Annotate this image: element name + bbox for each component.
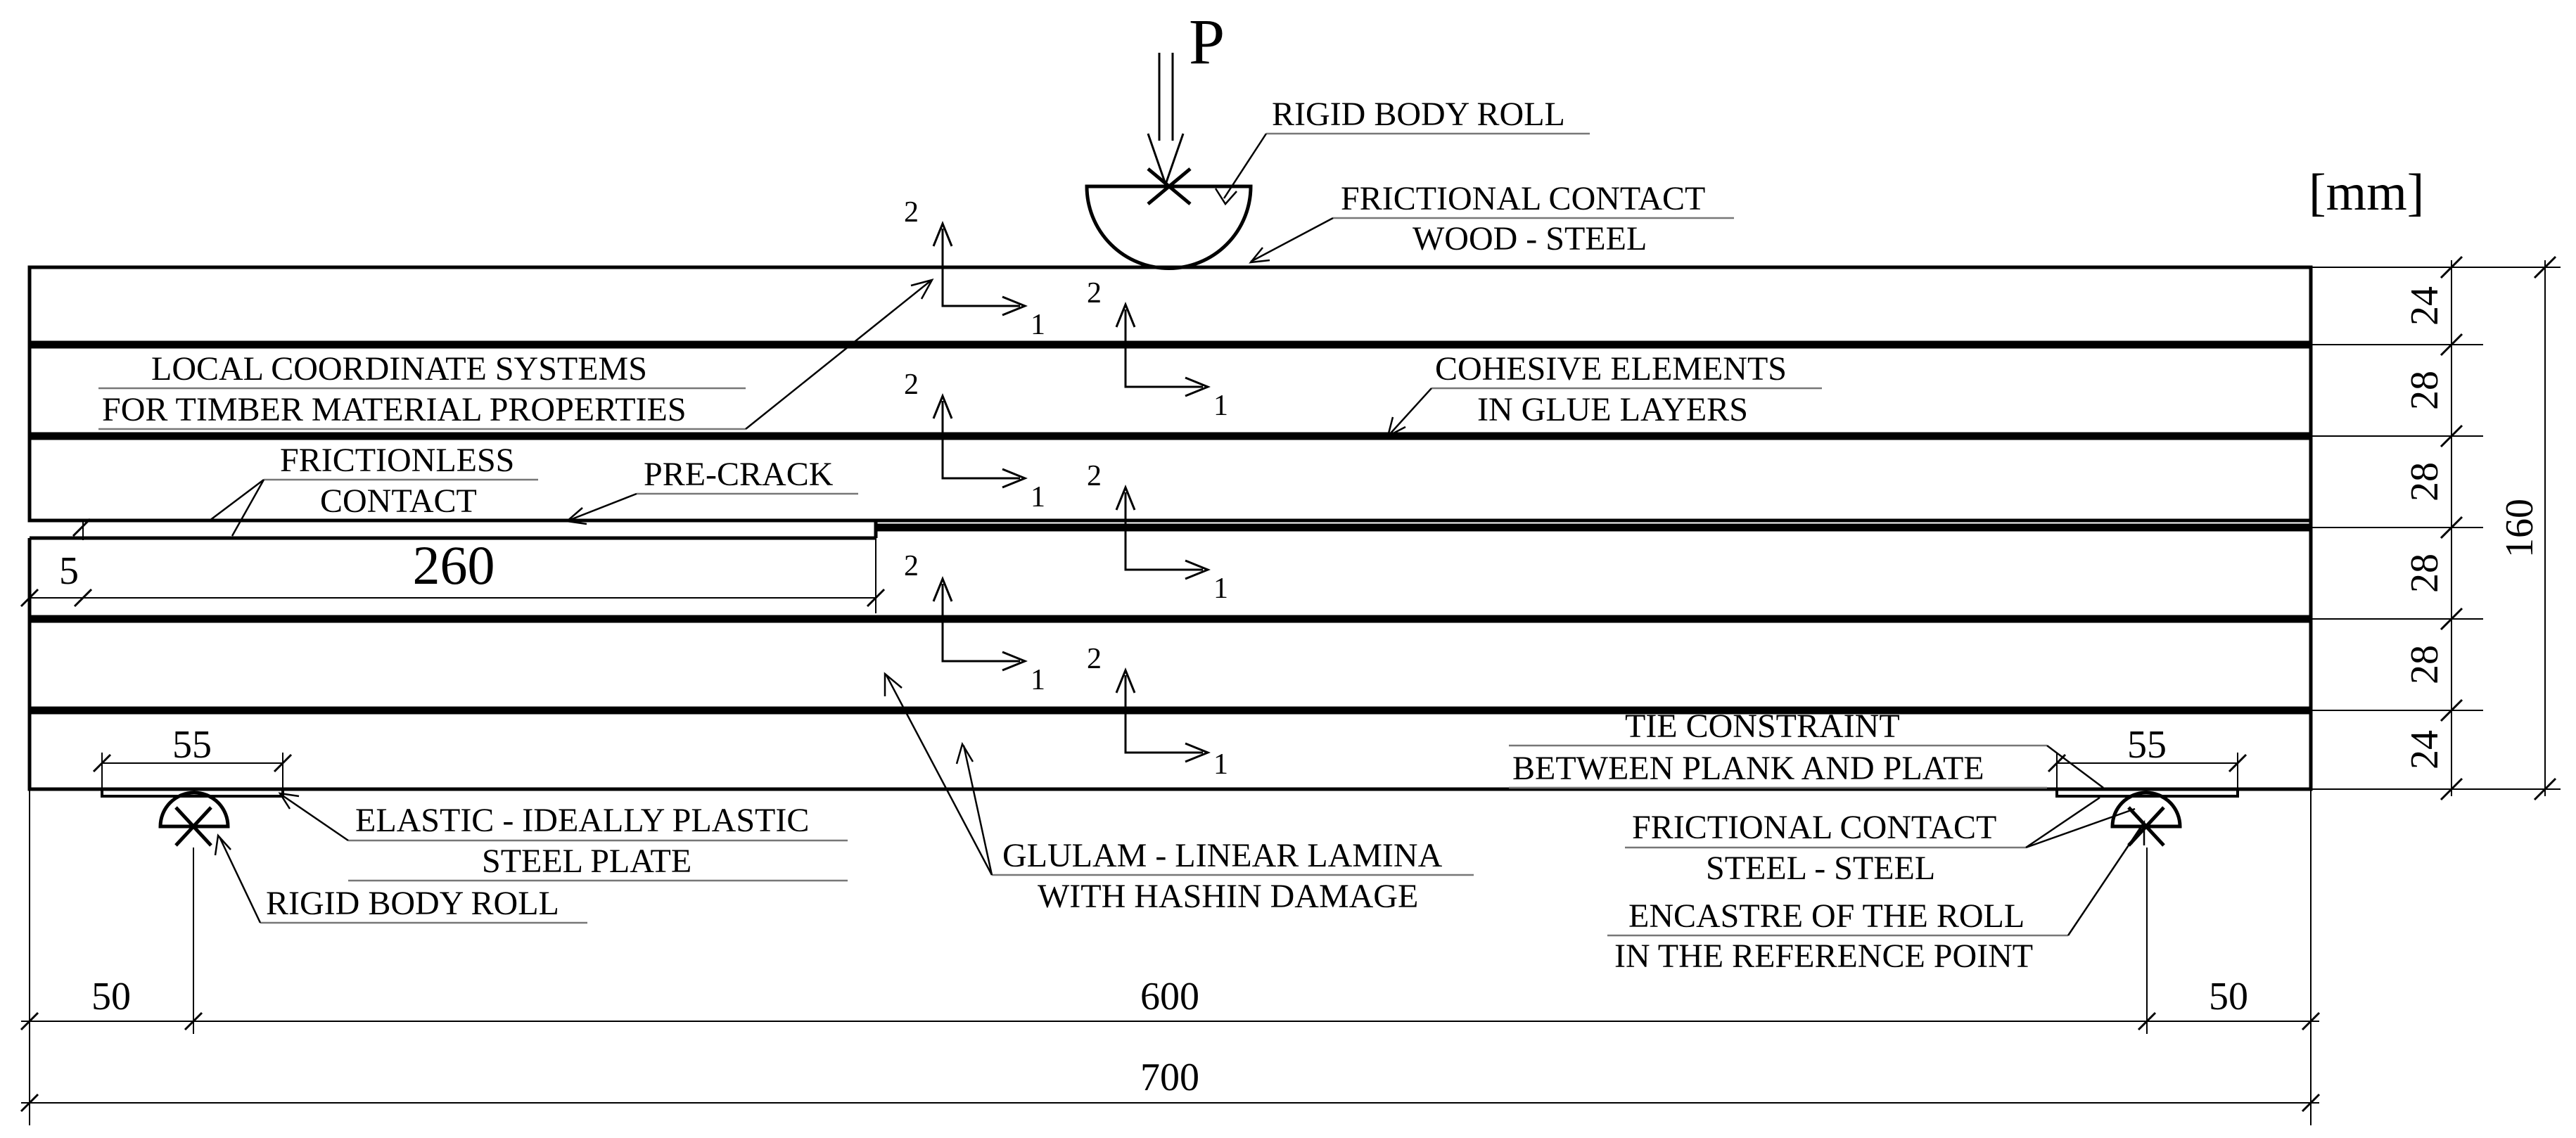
frictional-contact-steel-label-1: FRICTIONAL CONTACT: [1632, 809, 1996, 846]
beam-lower-part-outline: [27, 520, 2313, 791]
coord-system-layer-2: 2 1: [1087, 277, 1228, 422]
frictional-contact-steel-label-2: STEEL - STEEL: [1706, 850, 1935, 887]
axis-1-label: 1: [1031, 481, 1045, 513]
tie-constraint-label-1: TIE CONSTRAINT: [1625, 708, 1900, 745]
right-support: [2055, 788, 2239, 847]
dim-layer-4: 28: [2403, 554, 2447, 593]
dim-plate-left: 55: [172, 723, 212, 767]
axis-1-label: 1: [1031, 309, 1045, 341]
left-support: [101, 788, 284, 847]
dimensions: 24 28 28 28 28 24 160 5 260 55 55: [20, 255, 2561, 1125]
dim-plate-right: 55: [2127, 723, 2167, 767]
frictionless-contact-label-1: FRICTIONLESS: [280, 442, 514, 479]
load-application: P: [1085, 6, 1253, 270]
dim-layer-3: 28: [2403, 462, 2447, 501]
top-rigid-roll: [1085, 184, 1253, 270]
axis-1-label: 1: [1213, 748, 1228, 781]
cohesive-elements-label-2: IN GLUE LAYERS: [1477, 391, 1748, 428]
dim-precrack-offset: 5: [59, 549, 79, 593]
axis-1-label: 1: [1031, 664, 1045, 696]
steel-plate-label-1: ELASTIC - IDEALLY PLASTIC: [355, 802, 809, 839]
axis-2-label: 2: [904, 369, 919, 401]
local-coordinate-systems: 2 1 2 1 2 1 2 1: [904, 196, 1228, 781]
coord-system-layer-3b: 2 1: [1087, 460, 1228, 605]
local-coordinate-systems-label-2: FOR TIMBER MATERIAL PROPERTIES: [102, 391, 687, 428]
left-rigid-roll: [158, 791, 230, 829]
axis-2-label: 2: [904, 196, 919, 229]
rigid-body-roll-top-label: RIGID BODY ROLL: [1272, 96, 1565, 133]
right-steel-plate: [2055, 788, 2239, 798]
glulam-label-1: GLULAM - LINEAR LAMINA: [1002, 837, 1443, 874]
dim-layer-6: 24: [2403, 730, 2447, 769]
coord-system-layer-4: 2 1: [904, 550, 1045, 696]
right-rigid-roll: [2110, 791, 2182, 829]
coord-system-layer-3: 2 1: [904, 369, 1045, 513]
pre-crack-label: PRE-CRACK: [644, 456, 834, 493]
glulam-label-2: WITH HASHIN DAMAGE: [1038, 878, 1418, 915]
steel-plate-label-2: STEEL PLATE: [482, 843, 691, 880]
dim-precrack-length: 260: [413, 535, 495, 596]
top-roll-reference-point-b: [1147, 167, 1192, 205]
glulam-beam: [27, 265, 2313, 791]
tie-constraint-label-2: BETWEEN PLANK AND PLATE: [1512, 750, 1984, 787]
axis-1-label: 1: [1213, 390, 1228, 422]
axis-2-label: 2: [1087, 643, 1102, 675]
unit-label: [mm]: [2309, 164, 2424, 222]
rigid-body-roll-bottom-label: RIGID BODY ROLL: [266, 885, 559, 922]
dim-span: 600: [1140, 975, 1199, 1018]
dim-total-height: 160: [2498, 499, 2542, 558]
encastre-label-1: ENCASTRE OF THE ROLL: [1628, 897, 2025, 935]
load-symbol: P: [1189, 6, 1225, 77]
load-arrow-head: [1147, 133, 1185, 188]
dim-layer-5: 28: [2403, 645, 2447, 684]
axis-2-label: 2: [1087, 460, 1102, 492]
coord-system-layer-1: 2 1: [904, 196, 1045, 341]
dim-support-right: 50: [2209, 975, 2248, 1018]
frictionless-contact-label-2: CONTACT: [320, 482, 477, 520]
frictional-contact-wood-label-1: FRICTIONAL CONTACT: [1341, 180, 1705, 217]
cohesive-elements-label-1: COHESIVE ELEMENTS: [1435, 350, 1787, 388]
dim-layer-1: 24: [2403, 286, 2447, 326]
encastre-label-2: IN THE REFERENCE POINT: [1614, 938, 2033, 975]
left-steel-plate: [101, 788, 284, 798]
local-coordinate-systems-label-1: LOCAL COORDINATE SYSTEMS: [151, 350, 647, 388]
axis-2-label: 2: [904, 550, 919, 582]
dim-support-left: 50: [91, 975, 131, 1018]
frictional-contact-wood-label-2: WOOD - STEEL: [1413, 220, 1647, 257]
axis-1-label: 1: [1213, 573, 1228, 605]
annotations: RIGID BODY ROLL FRICTIONAL CONTACT WOOD …: [98, 96, 2145, 975]
axis-2-label: 2: [1087, 277, 1102, 309]
left-roll-reference-point-b: [174, 806, 212, 847]
coord-system-layer-5: 2 1: [1087, 643, 1228, 781]
dim-layer-2: 28: [2403, 371, 2447, 410]
dim-total-length: 700: [1140, 1056, 1199, 1099]
